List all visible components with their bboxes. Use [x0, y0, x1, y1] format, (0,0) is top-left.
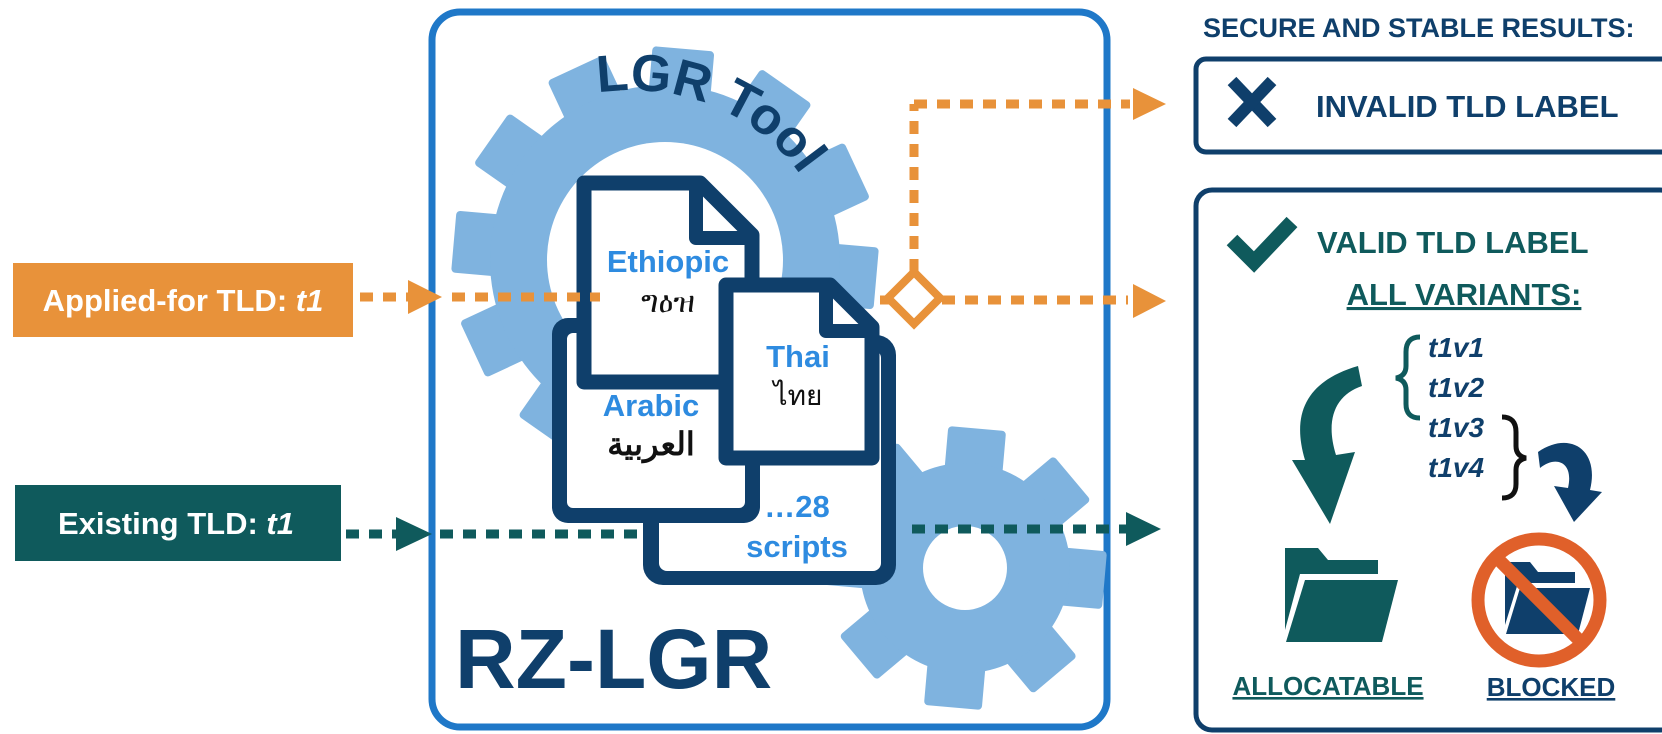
applied-tld-var: t1	[296, 283, 324, 318]
blocked-curved-arrow-icon	[1538, 442, 1602, 522]
doc-more-line2: scripts	[746, 529, 848, 564]
left-brace-icon	[1395, 334, 1421, 421]
existing-tld-text: Existing TLD: t1	[58, 506, 294, 541]
doc-ethiopic-sample: ግዕዝ	[641, 285, 695, 320]
applied-tld-box	[13, 263, 353, 337]
doc-ethiopic-name: Ethiopic	[607, 244, 729, 279]
applied-arrowhead-in	[408, 280, 442, 314]
decision-diamond	[882, 266, 946, 330]
valid-label: VALID TLD LABEL	[1317, 225, 1589, 260]
all-variants-label: ALL VARIANTS:	[1347, 277, 1582, 312]
variant-1: t1v1	[1428, 332, 1484, 363]
gear-tooth	[1002, 620, 1076, 693]
existing-arrowhead-in	[396, 517, 432, 551]
rz-lgr-title: RZ-LGR	[455, 612, 772, 706]
allocatable-label: ALLOCATABLE	[1232, 671, 1423, 701]
allocatable-folder-icon	[1285, 548, 1398, 642]
doc-thai-sample: ไทย	[772, 379, 823, 412]
doc-more-line1: …28	[764, 489, 829, 524]
results-heading: SECURE AND STABLE RESULTS:	[1203, 13, 1635, 43]
variant-3: t1v3	[1428, 412, 1484, 443]
variant-4: t1v4	[1428, 452, 1484, 483]
to-valid-arrowhead	[1133, 284, 1166, 318]
x-icon	[1227, 76, 1277, 128]
invalid-label: INVALID TLD LABEL	[1316, 89, 1619, 124]
right-brace-icon	[1501, 414, 1527, 501]
allocatable-curved-arrow-icon	[1292, 366, 1362, 524]
gear-tooth	[1017, 457, 1090, 531]
existing-tld-box	[15, 485, 341, 561]
applied-tld-prefix: Applied-for TLD:	[43, 283, 296, 318]
applied-flow-arrow	[360, 99, 1130, 305]
to-invalid-arrowhead	[1133, 88, 1166, 120]
blocked-label: BLOCKED	[1487, 672, 1616, 702]
existing-arrowhead-out	[1126, 512, 1161, 546]
variant-2: t1v2	[1428, 372, 1484, 403]
gear-tooth	[840, 605, 913, 679]
check-icon	[1226, 216, 1298, 273]
applied-tld-text: Applied-for TLD: t1	[43, 283, 324, 318]
doc-thai-name: Thai	[766, 339, 830, 374]
existing-flow-arrow	[346, 524, 1126, 539]
existing-tld-prefix: Existing TLD:	[58, 506, 266, 541]
prohibition-icon	[1471, 532, 1607, 668]
existing-tld-var: t1	[266, 506, 294, 541]
invalid-box	[1193, 56, 1662, 155]
doc-arabic-sample: العربية	[607, 426, 694, 464]
doc-thai: Thai ไทย	[718, 277, 880, 466]
doc-arabic-name: Arabic	[603, 388, 699, 423]
